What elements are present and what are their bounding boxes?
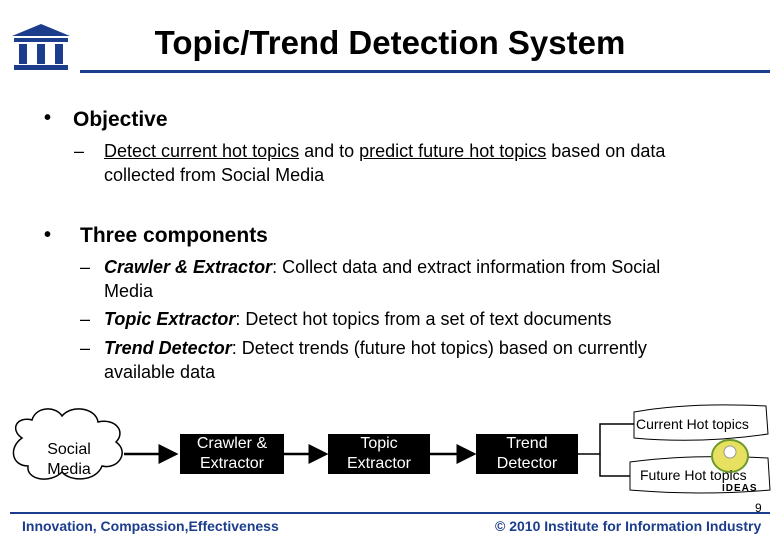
bullet-components: Three components bbox=[80, 224, 268, 247]
sub-dash: – bbox=[74, 141, 85, 161]
component-topic: Topic Extractor: Detect hot topics from … bbox=[104, 309, 612, 329]
sub-dash: – bbox=[80, 257, 91, 277]
component-crawler-line2: Media bbox=[104, 281, 154, 301]
footer-rule bbox=[10, 512, 770, 514]
component-trend-line2: available data bbox=[104, 362, 216, 382]
future-hot-topics-label: Future Hot topics bbox=[640, 467, 747, 483]
institute-logo-icon bbox=[12, 24, 70, 70]
current-topics-banner bbox=[633, 404, 769, 441]
crawler-extractor-box: Crawler &Extractor bbox=[180, 434, 284, 474]
footer-motto: Innovation, Compassion,Effectiveness bbox=[22, 518, 279, 534]
bullet-marker: • bbox=[44, 107, 52, 129]
title-underline bbox=[80, 70, 770, 73]
pipeline-diagram bbox=[12, 404, 771, 494]
footer-copyright: © 2010 Institute for Information Industr… bbox=[495, 518, 762, 534]
page-title: Topic/Trend Detection System bbox=[154, 24, 626, 61]
output-bracket bbox=[578, 423, 634, 455]
output-bracket-lower bbox=[599, 454, 634, 477]
ideas-logo-text: IDEAS bbox=[722, 483, 758, 494]
component-trend: Trend Detector: Detect trends (future ho… bbox=[104, 338, 647, 358]
cloud-shape bbox=[12, 408, 123, 480]
sub-dash: – bbox=[80, 338, 91, 358]
page-number: 9 bbox=[755, 501, 762, 515]
current-hot-topics-label: Current Hot topics bbox=[636, 416, 749, 432]
sub-dash: – bbox=[80, 309, 91, 329]
component-crawler: Crawler & Extractor: Collect data and ex… bbox=[104, 257, 661, 277]
objective-text: Detect current hot topics and to predict… bbox=[104, 141, 666, 161]
bullet-objective: Objective bbox=[73, 108, 168, 131]
objective-text-line2: collected from Social Media bbox=[104, 165, 325, 185]
bullet-marker: • bbox=[44, 224, 52, 246]
